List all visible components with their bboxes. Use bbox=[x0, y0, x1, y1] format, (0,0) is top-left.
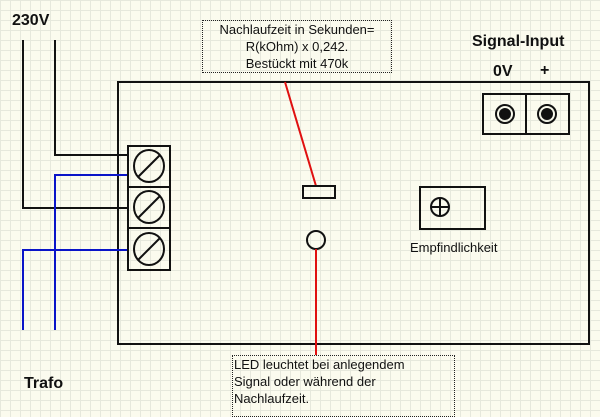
potentiometer bbox=[419, 186, 486, 230]
led bbox=[306, 230, 326, 250]
circuit-board bbox=[117, 81, 590, 345]
led-note-line: Signal oder während der bbox=[234, 374, 376, 389]
delay-note-line: Bestückt mit 470k bbox=[245, 56, 349, 71]
resistor bbox=[302, 185, 336, 199]
screw-icon bbox=[133, 232, 165, 266]
terminal-block bbox=[127, 145, 171, 271]
led-note: LED leuchtet bei anlegendem Signal oder … bbox=[232, 355, 455, 417]
wire-230v-b bbox=[54, 40, 128, 156]
led-note-line: Nachlaufzeit. bbox=[234, 391, 310, 406]
zero-volt-label: 0V bbox=[493, 63, 513, 80]
signal-input-label: Signal-Input bbox=[472, 33, 565, 50]
screw-icon bbox=[133, 149, 165, 183]
jack-0v-icon bbox=[495, 104, 515, 124]
voltage-label: 230V bbox=[12, 12, 50, 29]
wire-230v-a bbox=[22, 40, 128, 209]
wire-trafo-a bbox=[54, 174, 128, 330]
jack-plus-icon bbox=[537, 104, 557, 124]
delay-note: Nachlaufzeit in Sekunden= R(kOhm) x 0,24… bbox=[202, 20, 392, 73]
delay-pointer bbox=[284, 81, 317, 187]
wire-trafo-b bbox=[22, 249, 128, 330]
potentiometer-screw-icon bbox=[430, 197, 450, 217]
sensitivity-label: Empfindlichkeit bbox=[410, 240, 498, 255]
delay-note-line: R(kOhm) x 0,242. bbox=[245, 39, 349, 54]
delay-note-line: Nachlaufzeit in Sekunden= bbox=[219, 22, 375, 37]
plus-label: + bbox=[540, 62, 550, 79]
trafo-label: Trafo bbox=[24, 375, 64, 392]
wiring-diagram bbox=[22, 40, 590, 355]
screw-icon bbox=[133, 190, 165, 224]
led-note-line: LED leuchtet bei anlegendem bbox=[234, 357, 405, 372]
signal-connector bbox=[482, 93, 570, 135]
